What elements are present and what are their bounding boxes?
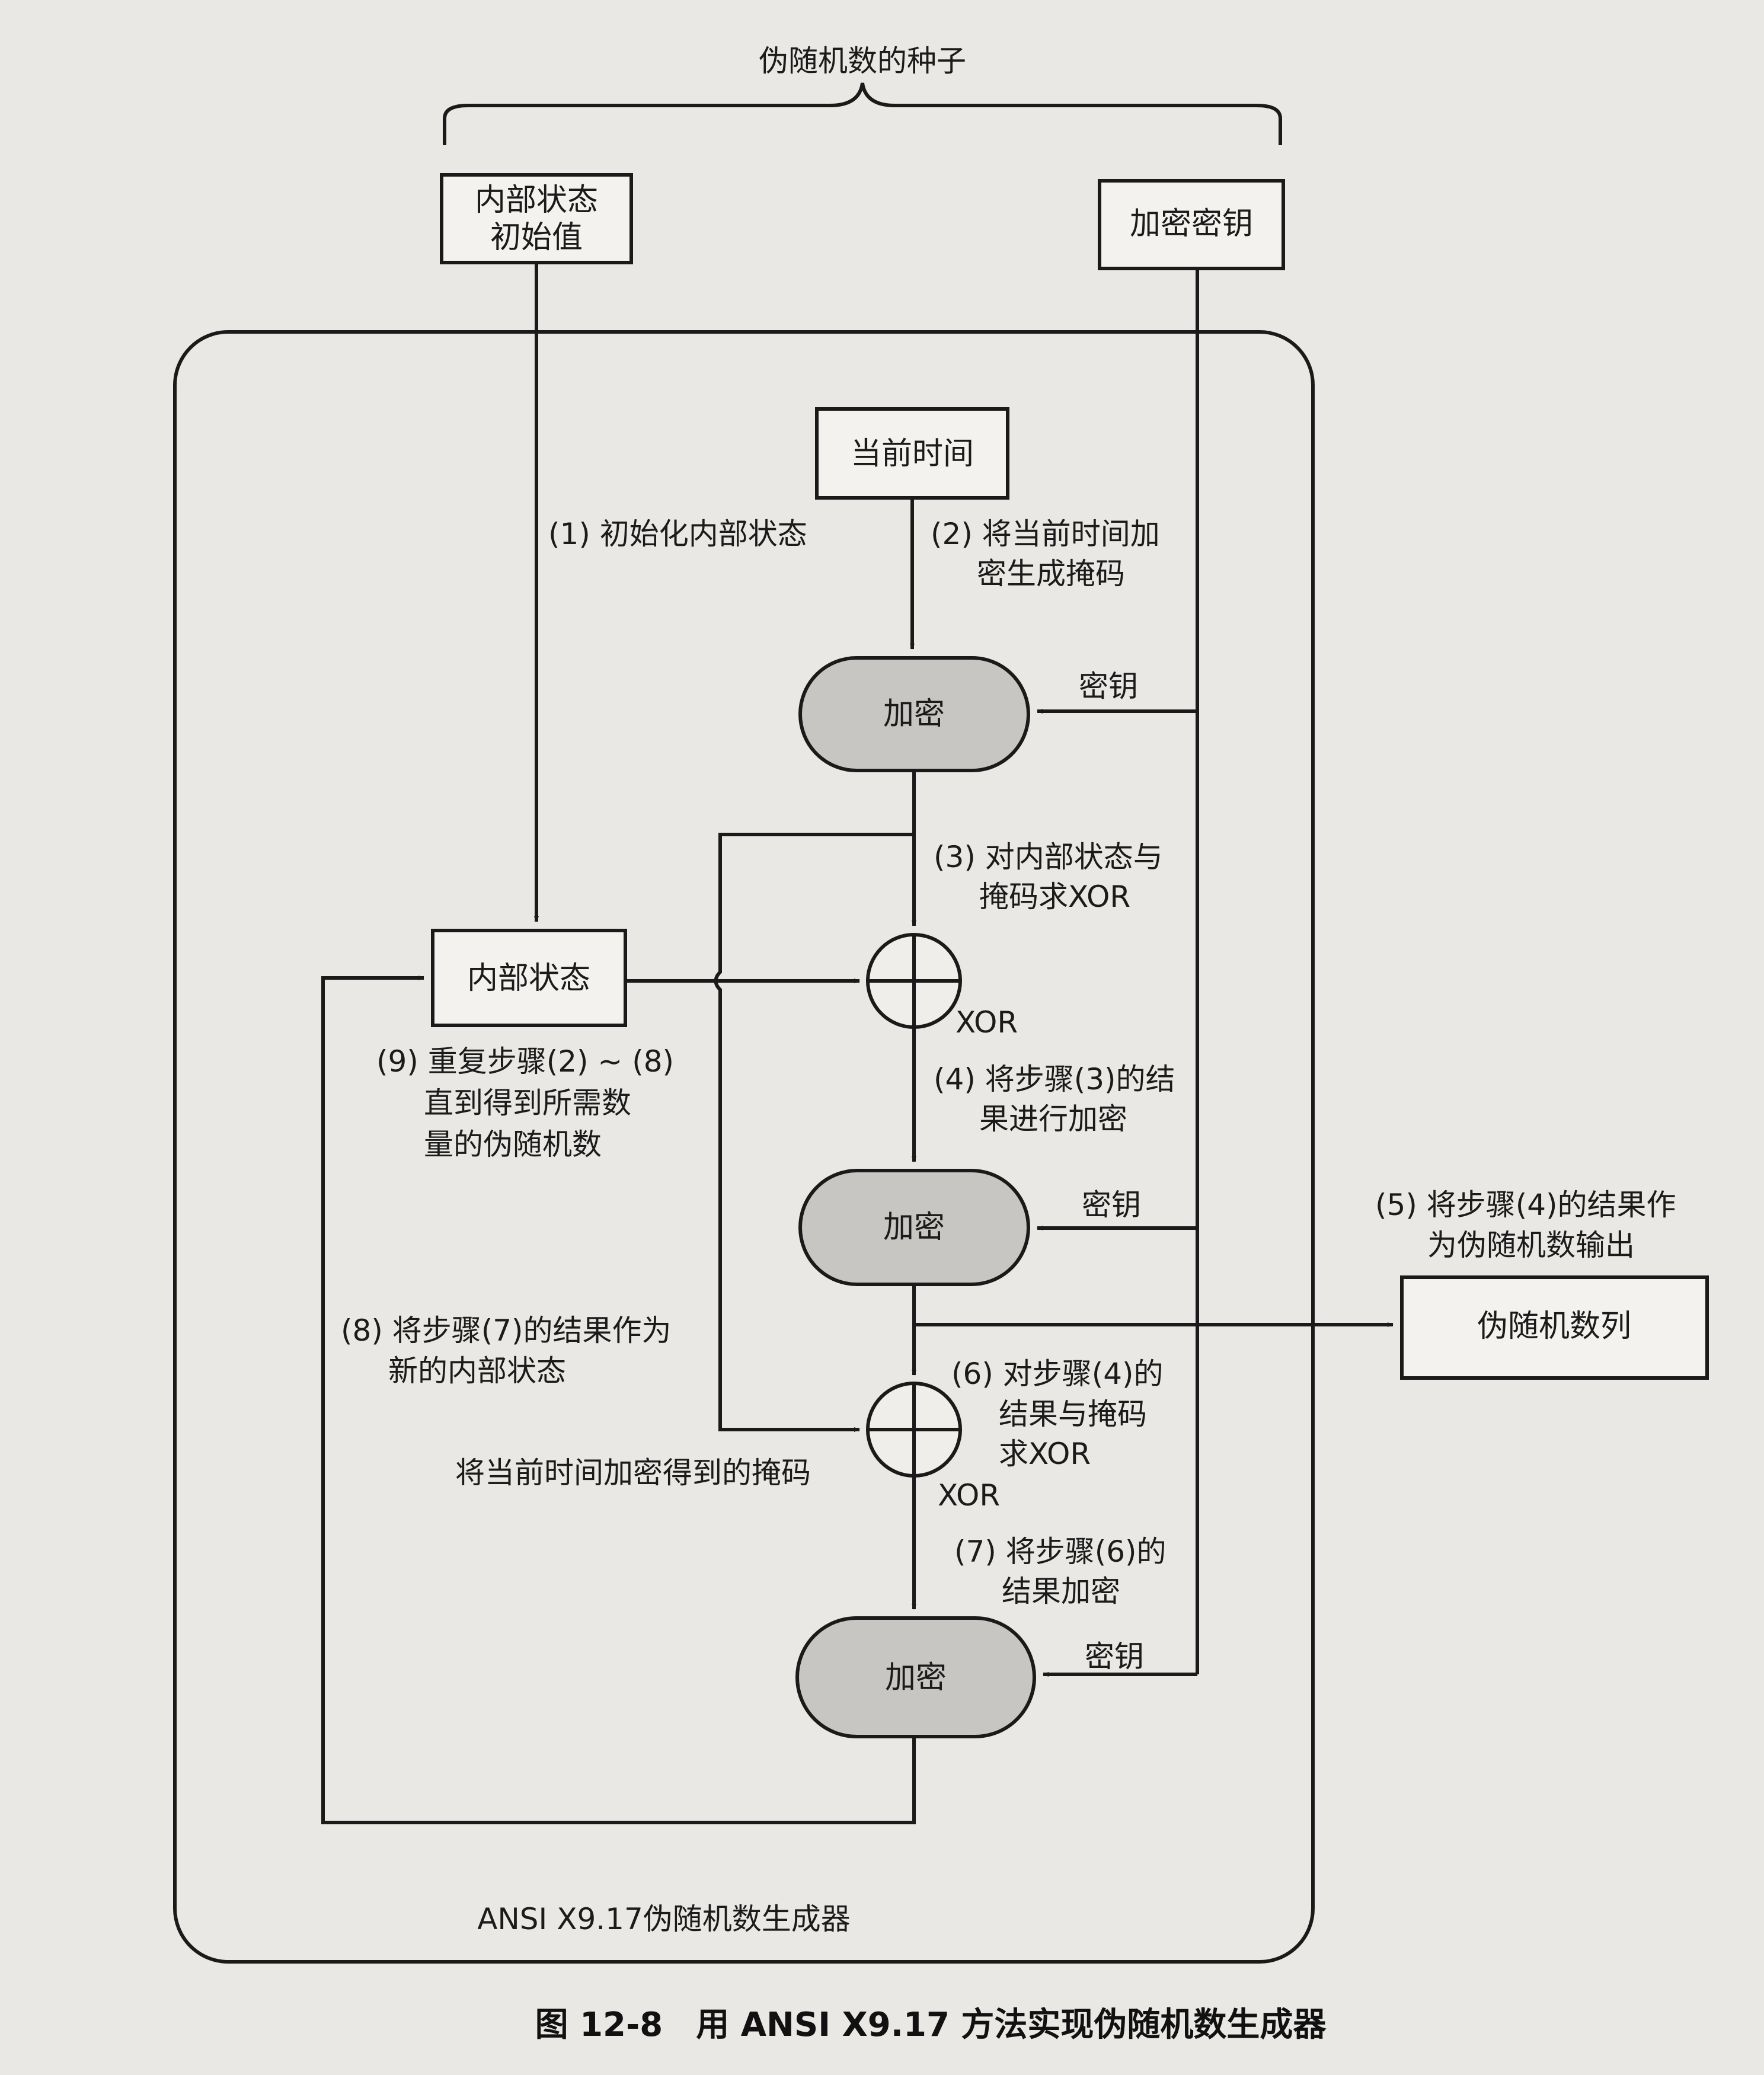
key-label-1: 密钥: [1079, 669, 1138, 704]
step-6-label-line2: 结果与掩码: [999, 1397, 1147, 1431]
encrypt-block-2: 加密: [798, 1169, 1030, 1286]
connectors: [321, 263, 1394, 1824]
step-3-label-line2: 掩码求XOR: [979, 880, 1130, 914]
internal-state-box: 内部状态: [431, 929, 627, 1027]
encryption-key-box: 加密密钥: [1098, 179, 1285, 270]
svg-text:初始值: 初始值: [490, 220, 583, 255]
step-8-label-line1: (8) 将步骤(7)的结果作为: [341, 1313, 672, 1348]
step-2-label-line1: (2) 将当前时间加: [931, 517, 1160, 551]
step-5-label-line2: 为伪随机数输出: [1427, 1228, 1635, 1262]
step-4-label-line1: (4) 将步骤(3)的结: [934, 1062, 1175, 1096]
key-label-3: 密钥: [1085, 1639, 1144, 1674]
xor-node-2: [866, 1382, 962, 1478]
svg-text:加密: 加密: [883, 696, 945, 732]
step-5-label-line1: (5) 将步骤(4)的结果作: [1375, 1188, 1676, 1222]
svg-text:内部状态: 内部状态: [467, 961, 590, 996]
encrypt-block-1: 加密: [798, 656, 1030, 772]
svg-text:加密密钥: 加密密钥: [1130, 206, 1253, 242]
svg-text:加密: 加密: [885, 1660, 947, 1696]
svg-text:当前时间: 当前时间: [851, 436, 974, 472]
key-label-2: 密钥: [1082, 1188, 1141, 1222]
initial-state-box: 内部状态 初始值: [440, 173, 633, 264]
seed-brace: [443, 82, 1282, 145]
step-6-label-line3: 求XOR: [999, 1437, 1091, 1471]
xor-label-1: XOR: [956, 1005, 1018, 1040]
encrypt-block-3: 加密: [795, 1616, 1036, 1738]
current-time-box: 当前时间: [815, 407, 1009, 500]
step-8-label-line2: 新的内部状态: [388, 1354, 566, 1388]
svg-text:加密: 加密: [883, 1210, 945, 1245]
step-9-label-line3: 量的伪随机数: [424, 1127, 602, 1162]
generator-label: ANSI X9.17伪随机数生成器: [477, 1902, 851, 1936]
step-7-label-line1: (7) 将步骤(6)的: [954, 1534, 1167, 1569]
step-2-label-line2: 密生成掩码: [977, 557, 1125, 591]
step-6-label-line1: (6) 对步骤(4)的: [951, 1357, 1164, 1391]
step-9-label-line2: 直到得到所需数: [424, 1086, 631, 1120]
svg-text:内部状态: 内部状态: [475, 183, 598, 218]
step-3-label-line1: (3) 对内部状态与: [934, 840, 1163, 874]
seed-label: 伪随机数的种子: [759, 44, 966, 78]
xor-node-1: [866, 933, 962, 1029]
figure-caption: 图 12-8 用 ANSI X9.17 方法实现伪随机数生成器: [535, 2006, 1327, 2044]
step-7-label-line2: 结果加密: [1002, 1574, 1120, 1609]
mask-label: 将当前时间加密得到的掩码: [455, 1456, 811, 1490]
xor-label-2: XOR: [938, 1478, 1000, 1513]
step-4-label-line2: 果进行加密: [979, 1102, 1127, 1136]
pseudo-random-output-box: 伪随机数列: [1400, 1275, 1709, 1380]
step-1-label: (1) 初始化内部状态: [548, 517, 807, 551]
generator-frame: [173, 330, 1315, 1964]
svg-text:伪随机数列: 伪随机数列: [1477, 1309, 1631, 1344]
step-9-label-line1: (9) 重复步骤(2) ~ (8): [376, 1044, 674, 1079]
